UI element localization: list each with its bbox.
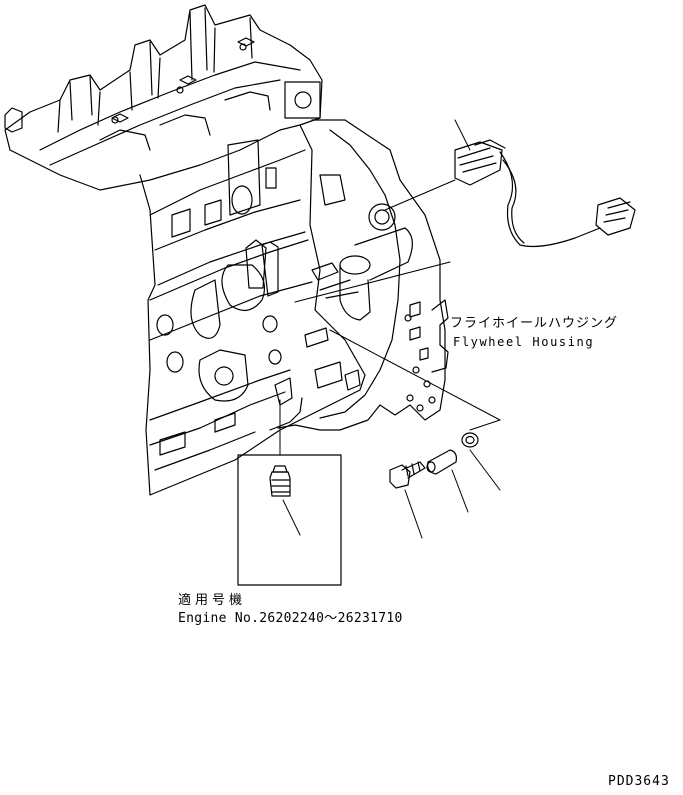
flywheel-housing-label-en: Flywheel Housing xyxy=(453,335,595,349)
dowel-sleeve xyxy=(426,449,457,475)
leader-lines xyxy=(279,119,501,539)
flywheel-housing-part xyxy=(277,119,449,431)
washer xyxy=(461,432,479,448)
applicability-box xyxy=(237,454,342,586)
rotation-sensor xyxy=(454,139,636,248)
applicability-label: 適用号機 xyxy=(178,593,247,608)
cylinder-block xyxy=(139,124,366,496)
bolt xyxy=(389,461,426,489)
plug-fitting xyxy=(269,465,291,497)
flywheel-housing-label-jp: フライホイールハウジング xyxy=(450,316,619,331)
drawing-code: PDD3643 xyxy=(608,774,670,789)
engine-number-range: Engine No.26202240～26231710 xyxy=(178,611,403,626)
